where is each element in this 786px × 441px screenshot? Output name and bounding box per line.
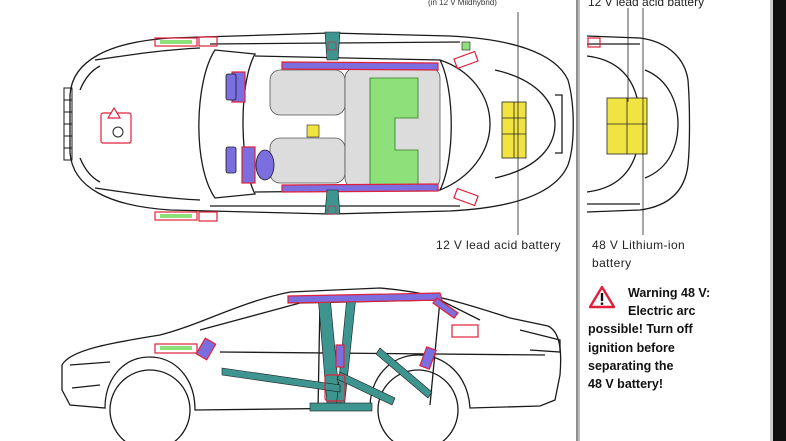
side-reinforcements bbox=[221, 295, 433, 412]
pillar-reinforcement-top bbox=[324, 31, 341, 215]
battery-12v-top bbox=[501, 101, 527, 159]
car-side-view bbox=[61, 287, 562, 441]
fuel-filler-indicator bbox=[461, 41, 471, 51]
red-marker-rear bbox=[587, 37, 601, 48]
sensors-top bbox=[154, 36, 479, 222]
control-unit bbox=[306, 124, 320, 138]
warning-line-5: separating the bbox=[588, 358, 674, 373]
side-sensor-fill bbox=[160, 346, 192, 350]
warning-line-1: Warning 48 V: bbox=[628, 286, 711, 300]
front-grille bbox=[63, 87, 73, 161]
warning-triangle-icon bbox=[588, 285, 616, 309]
warning-line-6: 48 V battery! bbox=[588, 377, 664, 392]
front-airbag-module bbox=[225, 73, 275, 181]
warning-line-4: ignition before bbox=[588, 340, 675, 355]
battery-12v-label: 12 V lead acid battery bbox=[436, 238, 561, 252]
right-edge-strip bbox=[773, 0, 786, 441]
high-voltage-warning-badge bbox=[100, 106, 132, 144]
sensor-fill-green bbox=[160, 40, 192, 218]
warning-line-2: Electric arc bbox=[628, 304, 696, 319]
side-airbags bbox=[195, 292, 459, 370]
car-top-view bbox=[69, 32, 574, 215]
warning-message: Warning 48 V: Electric arc possible! Tur… bbox=[588, 284, 724, 393]
warning-line-3: possible! Turn off bbox=[588, 322, 693, 337]
top-right-battery-label: 12 V lead acid battery bbox=[588, 0, 705, 9]
side-sensors bbox=[154, 324, 479, 402]
mildhybrid-note: (in 12 V Mildhybrid) bbox=[428, 0, 497, 7]
right-edge-strip-light bbox=[770, 0, 773, 441]
battery-48v-label-line2: battery bbox=[592, 256, 632, 270]
battery-48v-label-line1: 48 V Lithium-ion bbox=[592, 238, 686, 252]
battery-48v-top bbox=[606, 97, 648, 155]
